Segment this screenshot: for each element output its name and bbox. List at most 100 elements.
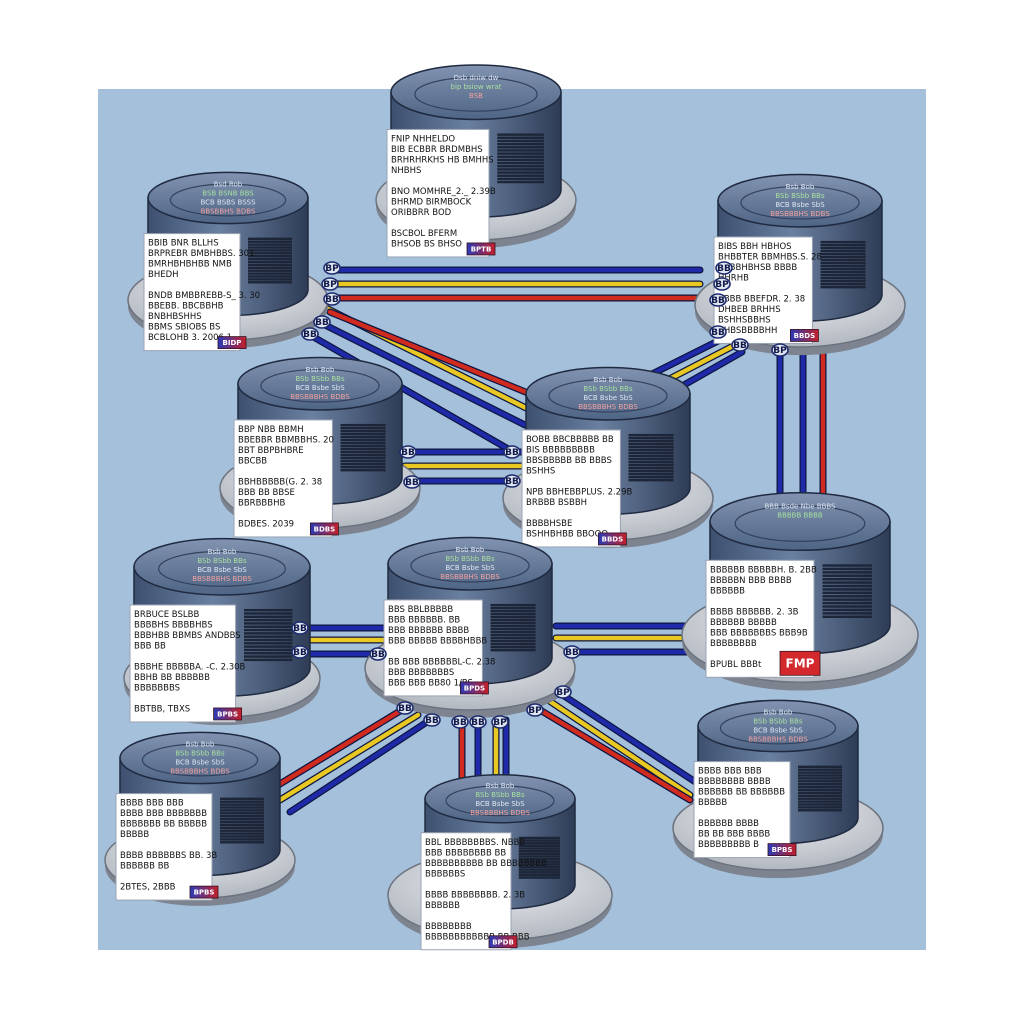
vent-slot	[340, 441, 386, 445]
panel-line: BBCBB	[238, 456, 267, 466]
panel-line: HHRHB	[718, 273, 749, 283]
node-top-label: BSb BSbb BBs	[197, 557, 247, 565]
vent-slot	[798, 765, 842, 768]
vent-slot	[220, 838, 264, 841]
network-link	[545, 697, 693, 798]
vent-slot	[497, 168, 544, 171]
vent-slot	[497, 142, 544, 146]
node-top-label: BSb BSbb BBs	[583, 385, 633, 393]
vent-slot	[820, 258, 866, 262]
vent-slot	[220, 809, 264, 812]
panel-line: BBB BBB BB80 1/BS	[388, 678, 473, 688]
vent-slot	[497, 174, 544, 177]
port-label: BP	[528, 706, 542, 716]
vent-slot	[248, 275, 292, 278]
port-label: BP	[325, 264, 339, 274]
vent-slot	[822, 571, 872, 574]
port-connector	[709, 293, 727, 307]
vent-slot	[518, 871, 560, 874]
panel-line: BSHHS	[526, 466, 555, 476]
vent-slot	[497, 139, 544, 143]
cylinder-top-ring	[414, 76, 538, 112]
port-connector	[313, 315, 331, 329]
vent-slot	[820, 267, 866, 271]
vent-slot	[820, 285, 866, 289]
info-panel	[233, 419, 333, 538]
vent-slot	[244, 635, 293, 638]
node-badge	[217, 336, 247, 350]
panel-line: BBBB BBB BBB	[120, 799, 184, 809]
vent-slot	[798, 791, 842, 795]
panel-line: BBIB BNR BLLHS	[148, 239, 219, 249]
node-top-label: BBSBBBHS BDBS	[770, 210, 830, 218]
vent-slot	[518, 873, 560, 877]
panel-line: BOBB BBCBBBBB BB	[526, 435, 614, 445]
panel-line: BBBBBB	[710, 586, 745, 596]
vent-slot	[820, 246, 866, 250]
vent-slot	[244, 655, 293, 658]
network-link	[537, 707, 693, 803]
vent-slot	[490, 615, 536, 619]
port-label: BB	[565, 648, 579, 658]
vent-slot	[248, 243, 292, 246]
port-label: BB	[303, 330, 317, 340]
vent-slot	[628, 463, 674, 467]
node-top-label: BCB Bsbe SbS	[295, 384, 345, 392]
node-top-label: Bsb Bob	[456, 546, 485, 554]
vent-slot	[518, 860, 560, 863]
port-label: BP	[556, 688, 570, 698]
vent-slot	[798, 783, 842, 786]
panel-line: BBBBBBBBB B	[698, 840, 759, 850]
network-link	[287, 717, 433, 815]
vent-slot	[244, 645, 293, 648]
panel-line: BBBB BBBBBBBB. 2. 3B	[425, 890, 525, 900]
badge-label: BBDS	[602, 535, 624, 543]
port-connector	[709, 325, 727, 339]
vent-slot	[220, 823, 264, 827]
port-label: BB	[293, 648, 307, 658]
vent-slot	[220, 832, 264, 835]
vent-slot	[340, 468, 386, 472]
panel-line: BBBBBBBS	[134, 683, 180, 693]
node-badge	[790, 329, 819, 342]
node-badge	[466, 242, 496, 256]
panel-line: BRHRHRKHS HB BMHHS	[391, 155, 494, 165]
vent-slot	[340, 447, 386, 451]
vent-slot	[820, 240, 866, 244]
port-connector	[291, 645, 309, 659]
vent-slot	[822, 601, 872, 605]
port-label: BP	[715, 280, 729, 290]
node-badge	[488, 935, 518, 949]
port-connector	[715, 261, 733, 275]
node-badge	[779, 650, 821, 676]
node-top-label: BBSBBBHS BDBS	[170, 767, 230, 775]
vent-slot	[490, 624, 536, 628]
vent-slot	[490, 630, 536, 634]
node-top-label: BBSBBBHS BDBS	[440, 573, 500, 581]
vent-slot	[820, 261, 866, 265]
panel-line: BMRHBHBHBB NMB	[148, 260, 232, 270]
vent-slot	[798, 809, 842, 812]
port-connector	[321, 277, 339, 291]
panel-line: BBT BBPBHBRE	[238, 446, 304, 456]
node-top-label: BBSBBBHS BDBS	[290, 393, 350, 401]
vent-slot	[340, 453, 386, 457]
vent-slot	[340, 459, 386, 463]
port-label: BP	[493, 718, 507, 728]
vent-slot	[628, 475, 674, 479]
node-top-label: BCB Bsbe SbS	[175, 758, 225, 766]
network-link	[267, 705, 408, 793]
node-top-label: BBSBBBHS BDBS	[192, 575, 252, 583]
